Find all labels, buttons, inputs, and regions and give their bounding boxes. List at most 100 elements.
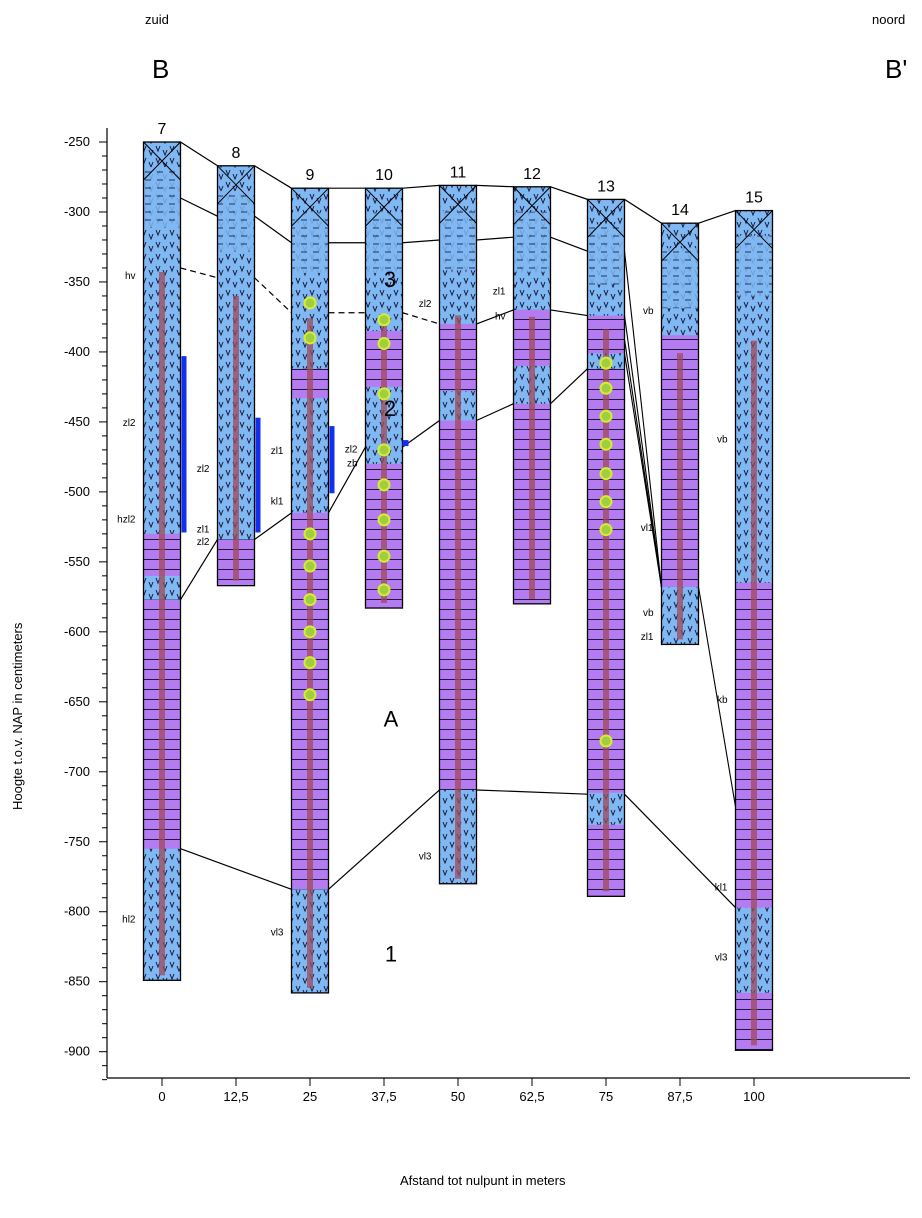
layer-code-label: hv [125, 271, 136, 282]
plant-remains-icon [377, 443, 391, 457]
y-tick-label: -250 [64, 134, 90, 149]
sample-bar [255, 417, 261, 533]
plant-remains-icon [303, 296, 317, 310]
layer-code-label: zl1 [197, 524, 210, 535]
plant-remains-icon [303, 527, 317, 541]
disturbed-top [587, 199, 625, 238]
borehole-number: 11 [450, 164, 467, 181]
layer-code-label: zl1 [271, 446, 284, 457]
correlation-line [623, 251, 663, 588]
plant-remains-icon [377, 313, 391, 327]
plant-remains-icon [303, 656, 317, 670]
borehole-15: 15 [734, 190, 774, 1051]
correlation-line [327, 446, 367, 514]
x-tick-label: 25 [303, 1089, 317, 1104]
x-tick-label: 62,5 [519, 1089, 544, 1104]
unit-label: 3 [384, 267, 396, 292]
correlation-line [328, 789, 440, 890]
y-tick-label: -650 [64, 694, 90, 709]
layer-code-label: vb [643, 306, 654, 317]
disturbed-top [365, 187, 403, 227]
borehole-outline [734, 209, 774, 1051]
correlation-line [254, 215, 292, 244]
correlation-line [623, 353, 663, 588]
unit-label: 1 [385, 942, 397, 967]
correlation-line [550, 186, 588, 200]
x-tick-label: 87,5 [667, 1089, 692, 1104]
plant-remains-icon [599, 734, 613, 748]
correlation-line [697, 586, 737, 807]
silty-layer [513, 211, 551, 272]
borehole-outline [290, 187, 330, 994]
layer-code-label: kb [717, 695, 728, 706]
layer-code-label: vb [643, 608, 654, 619]
layer-code-label: vl3 [271, 927, 284, 938]
correlation-line [254, 277, 292, 314]
correlation-line [624, 793, 736, 908]
layer-code-label: zl1 [641, 632, 654, 643]
x-tick-label: 12,5 [223, 1089, 248, 1104]
plant-remains-icon [599, 467, 613, 481]
borehole-number: 13 [597, 178, 615, 195]
layer-code-label: zl2 [197, 537, 210, 548]
correlation-line [254, 165, 292, 189]
root-channel [751, 340, 757, 1046]
layer-code-label: vl3 [715, 953, 728, 964]
borehole-8: 8 [216, 145, 256, 587]
borehole-11: 11 [438, 164, 478, 885]
borehole-13: 13 [586, 178, 626, 897]
layer-code-label: vl3 [419, 852, 432, 863]
root-channel [381, 318, 387, 604]
root-channel [233, 295, 239, 581]
layer-code-label: vb [717, 435, 728, 446]
correlation-line [476, 789, 588, 795]
root-channel [455, 315, 461, 879]
plant-remains-icon [377, 513, 391, 527]
borehole-outline [660, 222, 700, 646]
sample-bar [329, 426, 335, 494]
plant-remains-icon [377, 583, 391, 597]
correlation-line [476, 236, 514, 241]
disturbed-top [217, 165, 255, 205]
y-tick-label: -550 [64, 554, 90, 569]
sample-bar [181, 356, 187, 533]
plant-remains-icon [599, 381, 613, 395]
correlation-line [402, 184, 440, 189]
correlation-line [402, 420, 440, 448]
borehole-number: 14 [671, 202, 689, 219]
borehole-number: 8 [232, 145, 241, 162]
layer-code-label: kl1 [271, 496, 284, 507]
y-tick-label: -300 [64, 204, 90, 219]
y-tick-label: -450 [64, 414, 90, 429]
layer-code-label: zl2 [345, 444, 358, 455]
section-start-label: B [152, 54, 169, 84]
borehole-outline [142, 141, 182, 981]
disturbed-top [143, 141, 181, 181]
disturbed-top [513, 186, 551, 226]
correlation-line [254, 512, 292, 540]
layer-code-label: hl2 [122, 915, 136, 926]
correlation-line [623, 315, 663, 588]
y-tick-label: -600 [64, 624, 90, 639]
south-label: zuid [145, 12, 169, 27]
root-channel [529, 316, 535, 599]
plant-remains-icon [303, 331, 317, 345]
y-tick-label: -750 [64, 834, 90, 849]
y-tick-label: -900 [64, 1044, 90, 1059]
y-tick-label: -850 [64, 974, 90, 989]
borehole-outline [364, 187, 404, 609]
borehole-number: 12 [523, 166, 541, 183]
silty-layer [143, 167, 181, 227]
y-axis-title: Hoogte t.o.v. NAP in centimeters [10, 622, 25, 810]
correlation-line [550, 309, 588, 317]
correlation-line [476, 184, 514, 188]
plant-remains-icon [303, 593, 317, 607]
root-channel [603, 329, 609, 892]
plant-remains-icon [303, 688, 317, 702]
x-tick-label: 100 [743, 1089, 765, 1104]
plant-remains-icon [377, 387, 391, 401]
silty-layer [661, 248, 699, 309]
layer-code-label: zl1 [493, 286, 506, 297]
correlation-line [402, 239, 440, 244]
